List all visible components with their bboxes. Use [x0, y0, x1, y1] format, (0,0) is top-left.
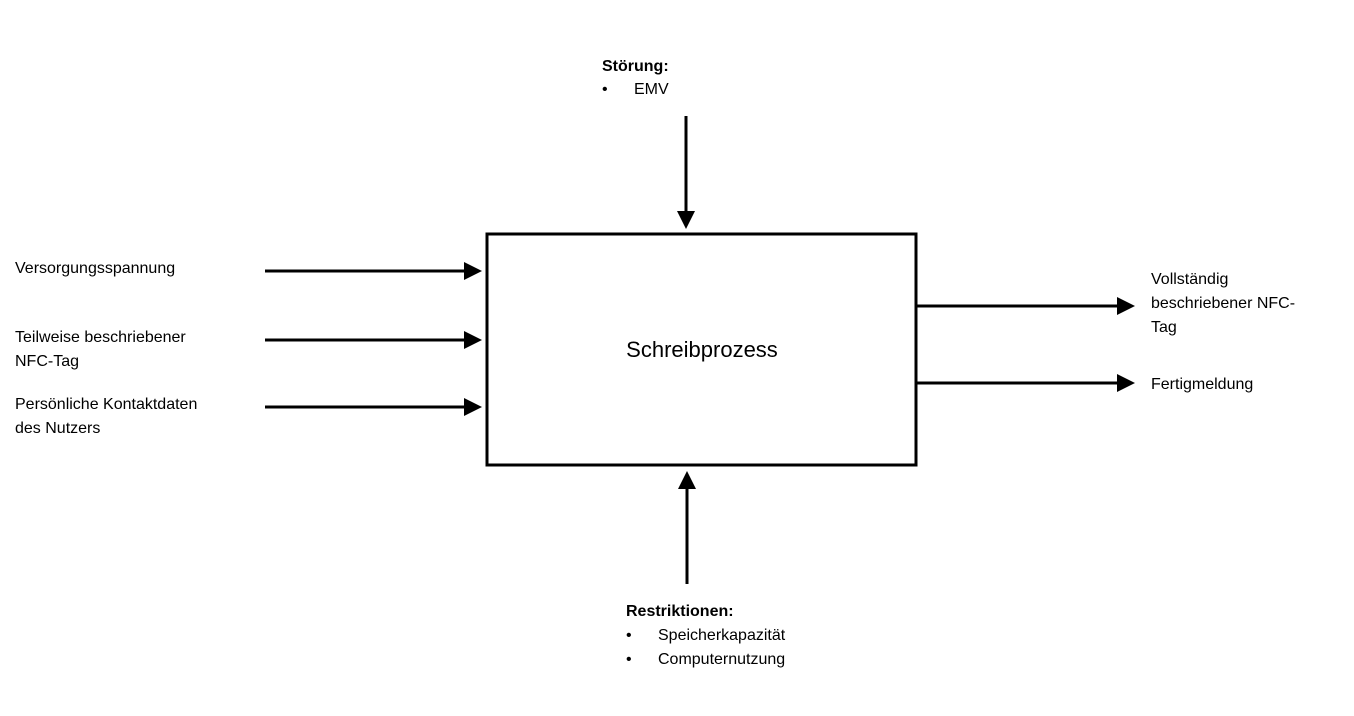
restriction-item: •Computernutzung — [626, 648, 785, 672]
bullet-icon: • — [626, 651, 632, 668]
restrictions-title: Restriktionen: — [626, 603, 734, 620]
process-box — [485, 232, 918, 467]
disturbance-title: Störung: — [602, 58, 669, 75]
bullet-icon: • — [626, 627, 632, 644]
disturbance-item: •EMV — [602, 78, 669, 102]
output-label-2: Fertigmeldung — [1151, 376, 1254, 393]
input-label-1: Versorgungsspannung — [15, 260, 176, 277]
bullet-icon: • — [602, 81, 608, 98]
process-label: Schreibprozess — [626, 337, 778, 362]
restriction-item: •Speicherkapazität — [626, 624, 785, 648]
